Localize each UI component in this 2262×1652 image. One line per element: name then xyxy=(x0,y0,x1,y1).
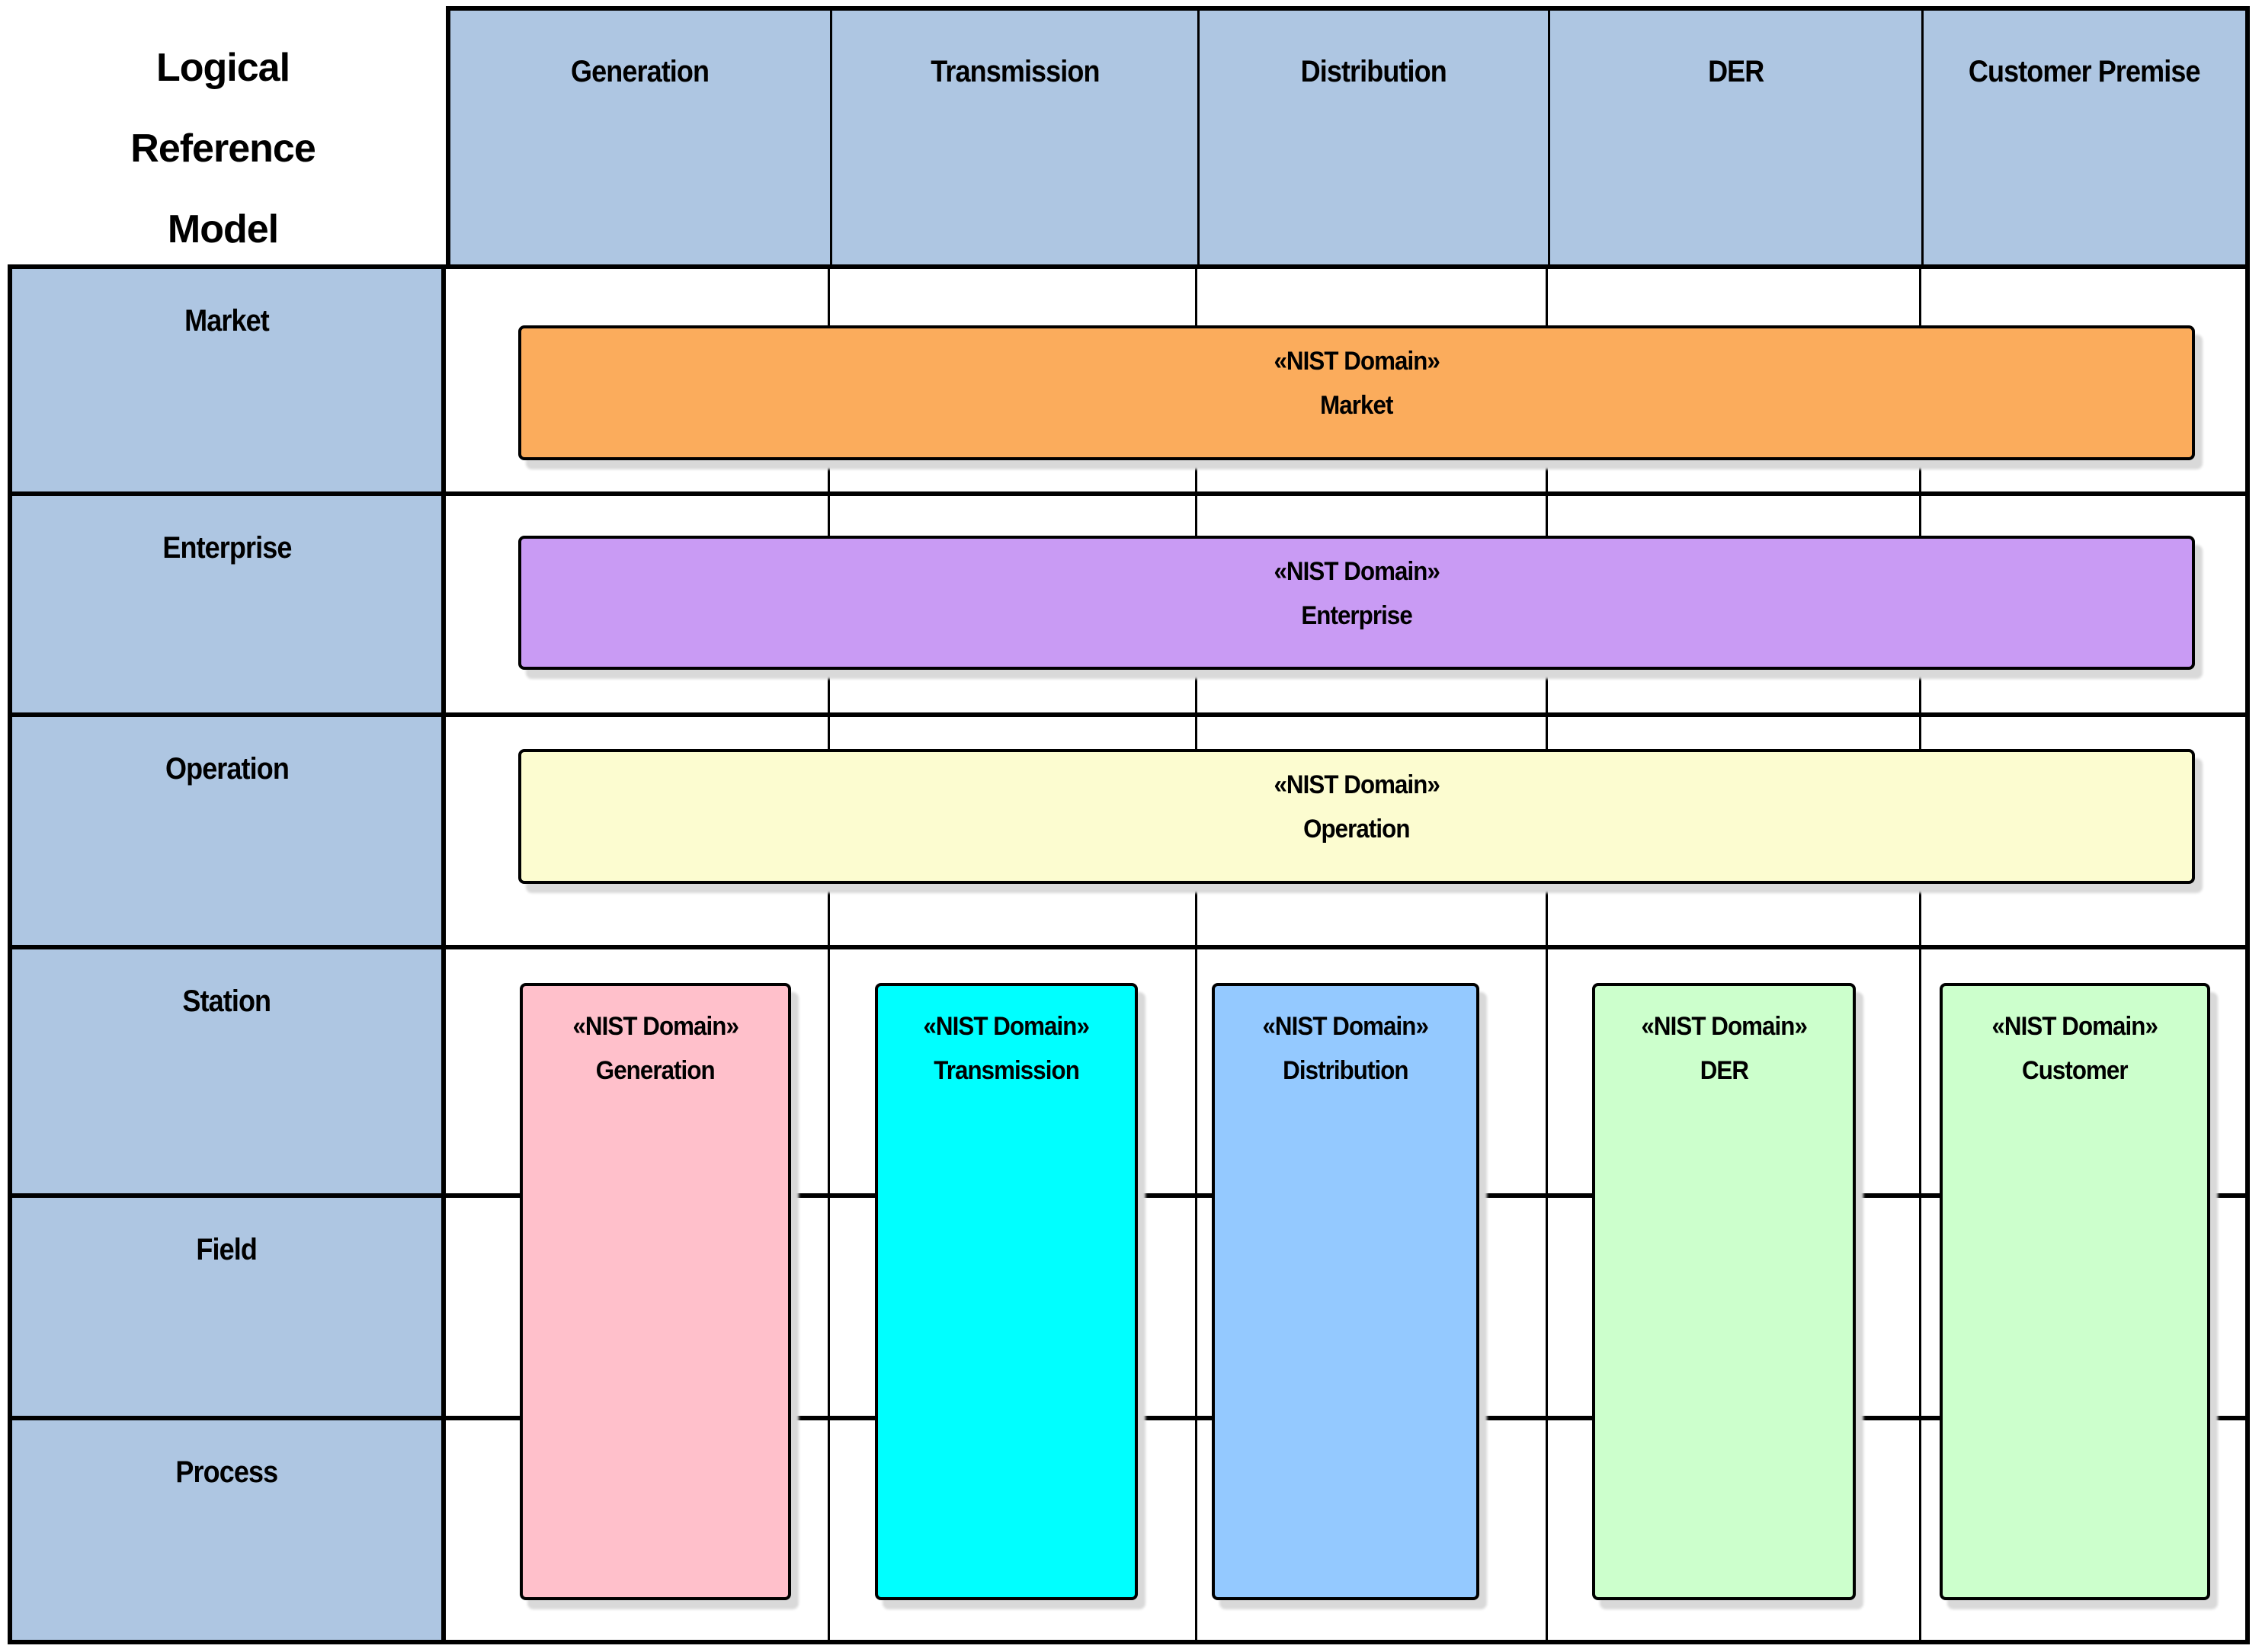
diagram-title: Logical Reference Model xyxy=(0,6,446,269)
column-header-label: Distribution xyxy=(1300,55,1447,88)
column-header-label: DER xyxy=(1707,55,1764,88)
row-header-market: Market xyxy=(12,269,441,491)
column-header-row: Generation Transmission Distribution DER… xyxy=(446,6,2250,269)
domain-box-transmission: «NIST Domain» Transmission xyxy=(875,983,1138,1600)
domain-name: Transmission xyxy=(934,1056,1080,1085)
row-header-label: Station xyxy=(182,984,272,1018)
grid-line xyxy=(446,712,2245,717)
stereotype-label: «NIST Domain» xyxy=(572,1012,739,1041)
row-header-operation: Operation xyxy=(12,712,441,945)
row-header-enterprise: Enterprise xyxy=(12,491,441,712)
stereotype-label: «NIST Domain» xyxy=(1641,1012,1807,1041)
domain-name: Market xyxy=(1320,391,1393,420)
domain-name: Generation xyxy=(596,1056,716,1085)
title-line-1: Logical xyxy=(155,46,290,90)
domain-box-enterprise: «NIST Domain» Enterprise xyxy=(518,536,2195,670)
row-header-label: Operation xyxy=(165,752,290,786)
row-header-station: Station xyxy=(12,945,441,1193)
domain-name: Customer xyxy=(2022,1056,2129,1085)
column-header-transmission: Transmission xyxy=(830,11,1197,264)
column-header-customer-premise: Customer Premise xyxy=(1921,11,2245,264)
grid-line xyxy=(828,269,830,1640)
grid-line xyxy=(446,945,2245,949)
domain-box-der: «NIST Domain» DER xyxy=(1592,983,1856,1600)
row-header-field: Field xyxy=(12,1193,441,1416)
title-line-2: Reference xyxy=(130,126,316,171)
grid-line xyxy=(1195,269,1197,1640)
stereotype-label: «NIST Domain» xyxy=(1274,347,1440,376)
column-header-label: Customer Premise xyxy=(1969,55,2201,88)
domain-name: Operation xyxy=(1303,815,1410,844)
domain-box-operation: «NIST Domain» Operation xyxy=(518,749,2195,884)
domain-box-customer: «NIST Domain» Customer xyxy=(1940,983,2210,1600)
domain-name: DER xyxy=(1700,1056,1748,1085)
column-header-generation: Generation xyxy=(450,11,830,264)
stereotype-label: «NIST Domain» xyxy=(1274,770,1440,799)
row-header-label: Enterprise xyxy=(162,531,292,565)
row-header-process: Process xyxy=(12,1416,441,1640)
domain-box-market: «NIST Domain» Market xyxy=(518,325,2195,460)
stereotype-label: «NIST Domain» xyxy=(1262,1012,1429,1041)
column-header-label: Transmission xyxy=(930,55,1100,88)
column-header-distribution: Distribution xyxy=(1197,11,1548,264)
domain-box-generation: «NIST Domain» Generation xyxy=(520,983,791,1600)
domain-box-distribution: «NIST Domain» Distribution xyxy=(1212,983,1479,1600)
grid-line xyxy=(1919,269,1921,1640)
grid-line xyxy=(1546,269,1548,1640)
stereotype-label: «NIST Domain» xyxy=(1991,1012,2158,1041)
domain-name: Distribution xyxy=(1283,1056,1408,1085)
grid-line xyxy=(446,491,2245,496)
column-header-label: Generation xyxy=(571,55,710,88)
domain-name: Enterprise xyxy=(1301,601,1412,630)
stereotype-label: «NIST Domain» xyxy=(1274,557,1440,586)
stereotype-label: «NIST Domain» xyxy=(923,1012,1090,1041)
row-header-label: Process xyxy=(175,1455,279,1489)
title-line-3: Model xyxy=(167,207,279,251)
row-header-label: Market xyxy=(184,304,270,338)
row-header-column: Market Enterprise Operation Station Fiel… xyxy=(8,264,446,1644)
row-header-label: Field xyxy=(196,1233,258,1266)
column-header-der: DER xyxy=(1548,11,1921,264)
